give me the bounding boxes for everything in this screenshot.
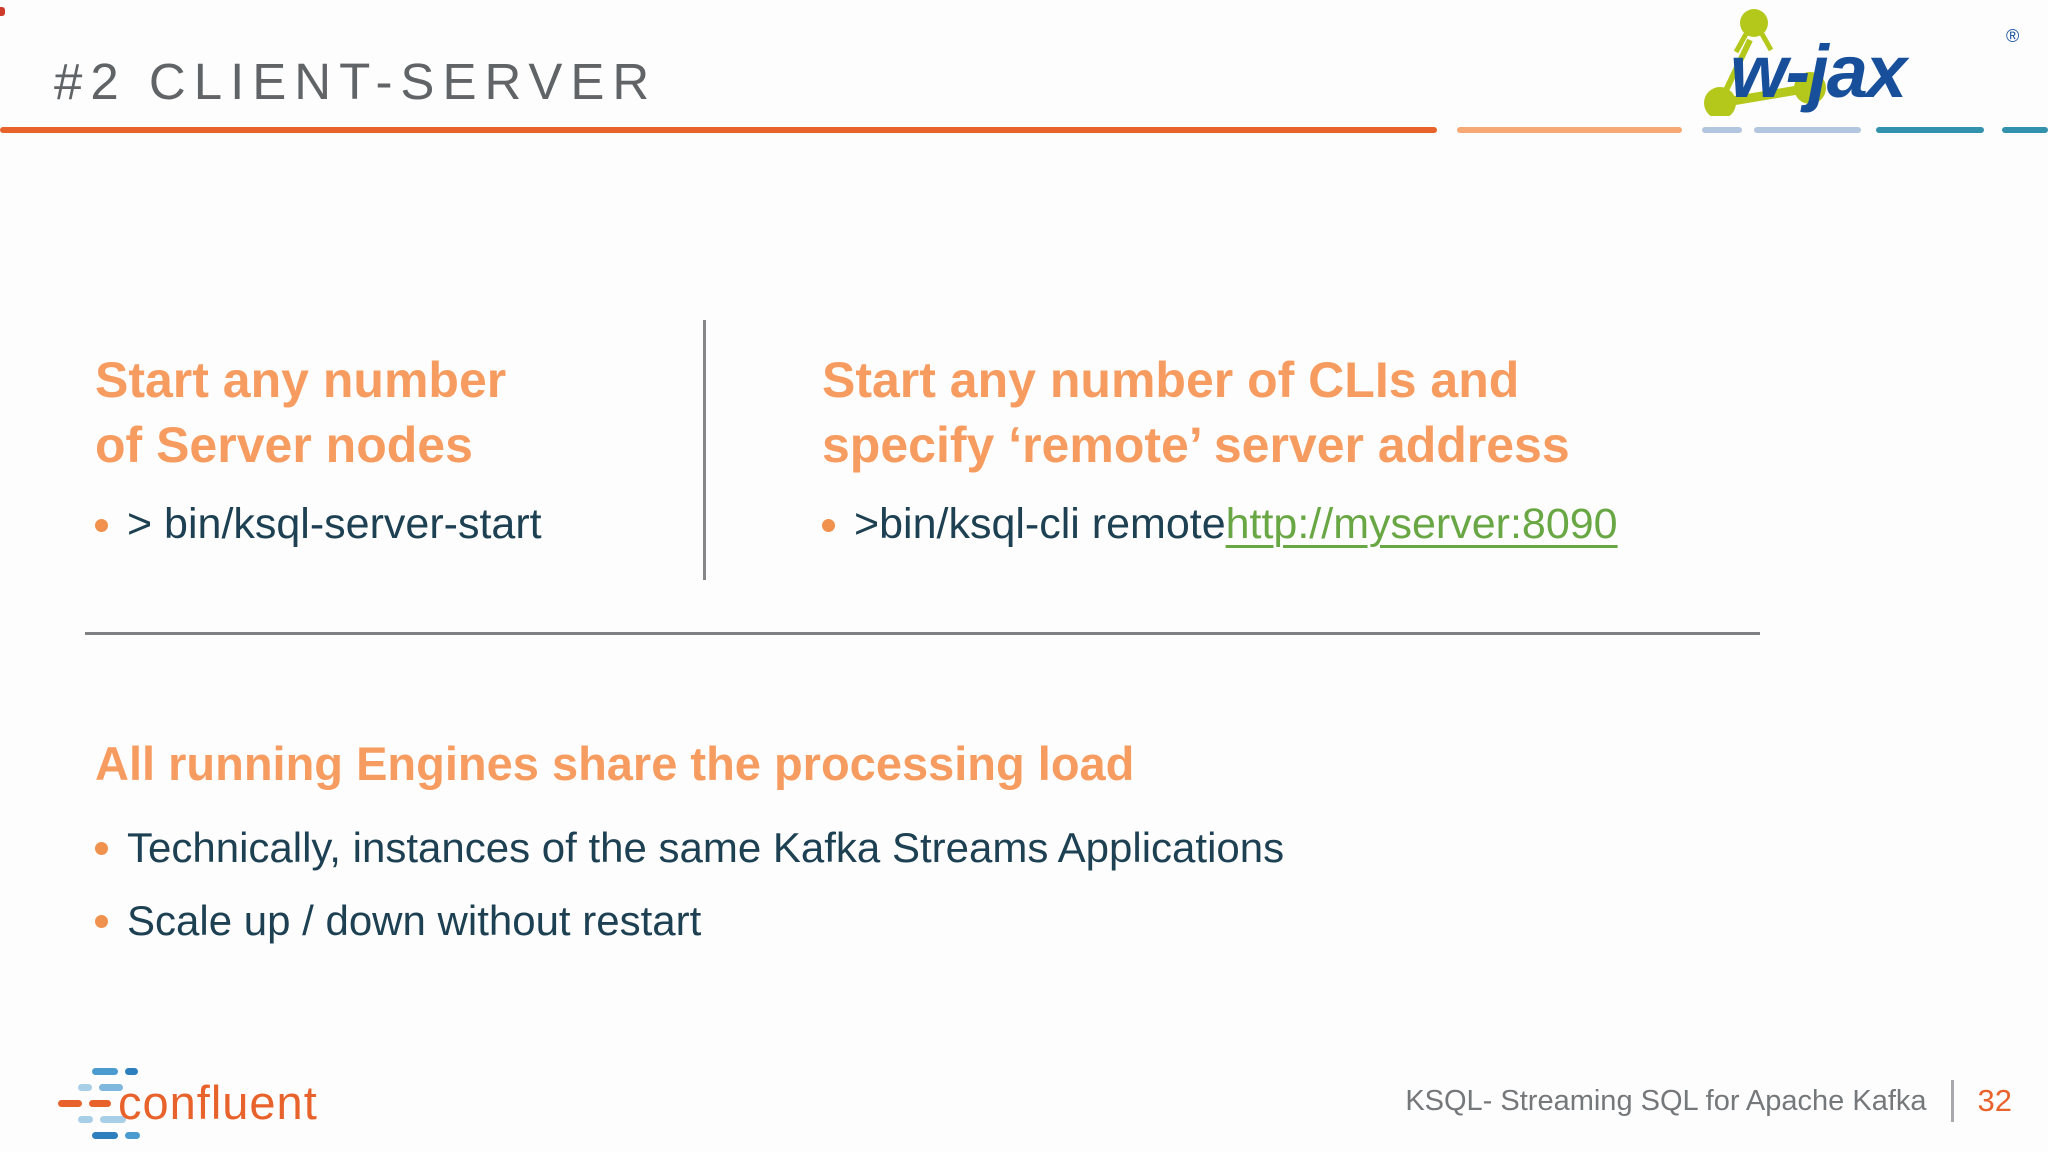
wjax-logo-text: w-jax [1730,30,1910,113]
footer-separator [1950,1080,1954,1122]
deck-title: KSQL- Streaming SQL for Apache Kafka [1405,1084,1927,1117]
bottom-bullet-2-text: Scale up / down without restart [127,897,702,944]
bottom-bullet-1-text: Technically, instances of the same Kafka… [127,824,1285,871]
right-heading-line1: Start any number of CLIs and [822,352,1520,408]
column-divider [703,320,706,580]
confluent-logo-text: confluent [118,1076,318,1129]
title-rule-segment [2002,127,2048,133]
confluent-dashes-icon [58,1068,140,1139]
bottom-bullet-2: Scale up / down without restart [95,893,701,949]
right-column-heading: Start any number of CLIs and specify ‘re… [822,348,1570,478]
section-divider [85,632,1760,635]
title-rule-segment [1753,127,1862,133]
slide-title: #2 CLIENT-SERVER [54,53,658,110]
bottom-bullet-1: Technically, instances of the same Kafka… [95,820,1284,876]
bullet-dot-icon [95,842,108,855]
title-rule-segment [1457,127,1682,133]
bullet-dot-icon [95,519,108,532]
title-rule-segment [1701,127,1742,133]
title-rule-segment [0,127,1438,133]
server-address-link[interactable]: http://myserver:8090 [1225,500,1618,548]
page-number: 32 [1977,1083,2012,1118]
left-column-bullet: > bin/ksql-server-start [95,496,542,552]
title-rule-segment [1876,127,1985,133]
left-column-heading: Start any number of Server nodes [95,348,506,478]
wjax-network-icon [1704,9,1826,116]
bullet-dot-icon [822,519,835,532]
right-heading-line2: specify ‘remote’ server address [822,417,1570,473]
corner-mark [0,7,5,16]
wjax-logo: w-jax ® [1704,9,2019,116]
title-rule-divider [0,127,2048,133]
bullet-dot-icon [95,915,108,928]
left-bullet-text: > bin/ksql-server-start [127,500,542,548]
left-heading-line1: Start any number [95,352,507,408]
footer: KSQL- Streaming SQL for Apache Kafka 32 [1405,1080,2012,1122]
wjax-registered-mark: ® [2006,26,2019,46]
confluent-logo: confluent [58,1068,318,1139]
bottom-section-heading: All running Engines share the processing… [95,737,1135,790]
right-bullet-text: >bin/ksql-cli remote [854,500,1226,548]
left-heading-line2: of Server nodes [95,417,473,473]
right-column-bullet: >bin/ksql-cli remote http://myserver:809… [822,496,1618,552]
